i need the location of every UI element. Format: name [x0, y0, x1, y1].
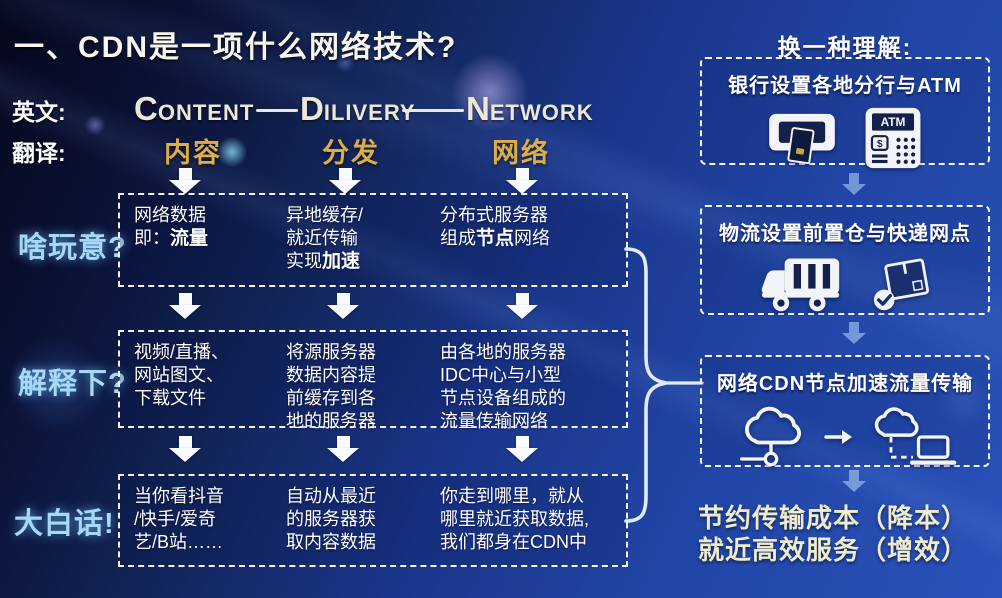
- word-content: CONTENT: [134, 90, 254, 128]
- bank-box: 银行设置各地分行与ATM ATM $: [700, 57, 990, 169]
- row1-cell3: 分布式服务器 组成节点网络: [440, 205, 551, 250]
- word-network-cap: N: [466, 90, 490, 127]
- arrow-down-icon: [506, 168, 538, 194]
- arrow-down-icon: [838, 173, 870, 195]
- label-translation: 翻译:: [12, 140, 66, 166]
- arrow-down-icon: [169, 436, 201, 462]
- page-title: 一、CDN是一项什么网络技术?: [14, 31, 458, 64]
- right-arrow-icon: [824, 430, 852, 444]
- word-content-cap: C: [134, 90, 158, 127]
- row3-box: 当你看抖音 /快手/爱奇 艺/B站…… 自动从最近 的服务器获 取内容数据 你走…: [118, 474, 628, 567]
- atm-keypad-dots: [896, 137, 916, 164]
- arrow-down-icon: [838, 470, 870, 492]
- row2-cell2: 将源服务器 数据内容提 前缓存到各 地的服务器: [286, 342, 376, 432]
- word-dilivery-rest: ILIVERY: [323, 100, 416, 125]
- cloud-laptop-icon: [874, 407, 957, 465]
- cn-dilivery: 分发: [322, 138, 380, 168]
- arrow-down-icon: [327, 436, 359, 462]
- row3-cell3: 你走到哪里，就从 哪里就近获取数据, 我们都身在CDN中: [440, 486, 590, 553]
- cn-network: 网络: [492, 138, 550, 168]
- word-content-rest: ONTENT: [157, 100, 255, 125]
- package-check-icon: [873, 258, 929, 311]
- row1-cell2: 异地缓存/ 就近传输 实现加速: [286, 205, 364, 273]
- arrow-down-icon: [838, 322, 870, 344]
- alt-heading: 换一种理解:: [777, 34, 913, 60]
- atm-screen-label: ATM: [881, 115, 906, 129]
- connector-line-1: [256, 109, 298, 112]
- arrow-down-icon: [329, 168, 361, 194]
- arrow-down-icon: [169, 293, 201, 319]
- arrow-down-icon: [327, 293, 359, 319]
- brace-connector: [624, 247, 704, 523]
- word-network: NETWORK: [466, 90, 594, 128]
- row3-cell1: 当你看抖音 /快手/爱奇 艺/B站……: [134, 486, 224, 553]
- row-label-what: 啥玩意?: [18, 232, 127, 264]
- arrow-down-icon: [169, 168, 201, 194]
- connector-line-2: [402, 109, 464, 112]
- card-reader-icon: [769, 113, 835, 165]
- row1-cell1: 网络数据 即：流量: [134, 205, 209, 250]
- atm-icon: ATM $: [865, 107, 921, 169]
- word-network-rest: ETWORK: [489, 100, 594, 125]
- row2-box: 视频/直播、 网站图文、 下载文件 将源服务器 数据内容提 前缓存到各 地的服务…: [118, 330, 628, 431]
- arrow-down-icon: [506, 293, 538, 319]
- cloud-network-icon: [740, 406, 802, 467]
- logistics-box-title: 物流设置前置仓与快递网点: [719, 223, 971, 245]
- row3-cell2: 自动从最近 的服务器获 取内容数据: [286, 486, 376, 553]
- cdn-box: 网络CDN节点加速流量传输: [700, 355, 990, 467]
- row1-box: 网络数据 即：流量 异地缓存/ 就近传输 实现加速 分布式服务器 组成节点网络: [118, 193, 628, 287]
- word-dilivery-cap: D: [300, 90, 324, 127]
- delivery-truck-icon: [761, 258, 840, 312]
- row-label-explain: 解释下?: [18, 368, 127, 400]
- cn-content: 内容: [164, 138, 222, 168]
- bank-box-title: 银行设置各地分行与ATM: [728, 75, 962, 97]
- word-dilivery: DILIVERY: [300, 90, 416, 128]
- atm-currency-label: $: [877, 139, 883, 150]
- row2-cell3: 由各地的服务器 IDC中心与小型 节点设备组成的 流量传输网络: [440, 342, 566, 432]
- arrow-down-icon: [506, 436, 538, 462]
- row-label-plain: 大白话!: [14, 508, 115, 540]
- conclusion-text: 节约传输成本（降本） 就近高效服务（增效）: [698, 503, 998, 566]
- label-english: 英文:: [12, 99, 66, 125]
- logistics-box: 物流设置前置仓与快递网点: [700, 205, 990, 315]
- conclusion-line-2: 就近高效服务（增效）: [698, 534, 969, 565]
- cdn-box-title: 网络CDN节点加速流量传输: [716, 373, 974, 395]
- row2-cell1: 视频/直播、 网站图文、 下载文件: [134, 342, 230, 409]
- conclusion-line-1: 节约传输成本（降本）: [698, 503, 969, 533]
